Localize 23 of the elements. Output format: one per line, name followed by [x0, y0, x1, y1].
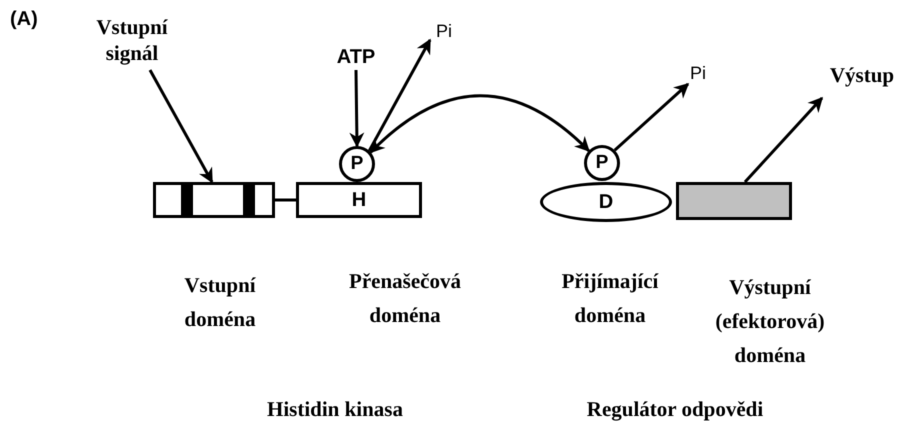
arrow [614, 82, 690, 152]
domain-label: Vstupní doména [183, 272, 257, 333]
phosphate-label: Pi [430, 18, 458, 42]
arrow [370, 94, 590, 154]
protein-label: Histidin kinasa [266, 396, 404, 423]
arrow [744, 96, 824, 184]
domain-label: Výstupní (efektorová) doména [714, 274, 826, 369]
input-domain-box [153, 182, 275, 218]
domain-box: H [296, 182, 422, 218]
signal-label: Výstup [818, 62, 906, 98]
molecule-label: ATP [326, 42, 386, 70]
arrow [349, 70, 364, 148]
phosphate-label: Pi [683, 60, 713, 84]
linker-line [275, 198, 296, 202]
domain-ellipse: D [540, 182, 672, 222]
arrow [148, 69, 214, 184]
domain-label: Přenašečová doména [348, 268, 462, 329]
protein-label: Regulátor odpovědi [586, 396, 764, 423]
output-domain-box [676, 182, 792, 220]
domain-label: Přijímající doména [560, 268, 660, 329]
arrow [368, 38, 432, 152]
signal-label: Vstupní signál [82, 14, 182, 70]
panel-label: (A) [10, 7, 39, 32]
